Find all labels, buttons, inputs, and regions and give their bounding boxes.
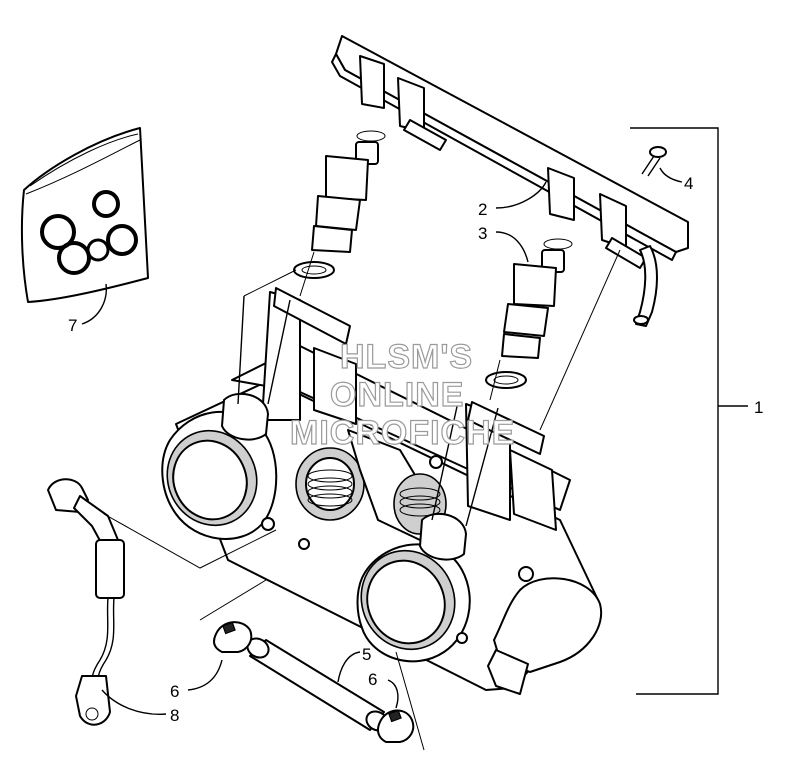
callout-3: 3 [478, 224, 487, 243]
callout-4: 4 [684, 174, 693, 193]
wiring-harness-lead[interactable] [47, 478, 125, 726]
callout-1: 1 [754, 398, 763, 417]
o-ring-kit-package[interactable] [20, 127, 149, 303]
hose-clamp-left[interactable] [213, 621, 253, 653]
fuel-injector-right[interactable] [485, 238, 573, 389]
callout-7: 7 [68, 316, 77, 335]
watermark: HLSM'S ONLINE MICROFICHE [289, 337, 515, 452]
throttle-body-assembly[interactable] [152, 287, 603, 695]
spring-coils-right [399, 487, 441, 517]
callout-2: 2 [478, 200, 487, 219]
spring-coils [307, 469, 353, 507]
callout-5: 5 [362, 645, 371, 664]
callout-6-right: 6 [368, 670, 377, 689]
fuel-rail[interactable] [331, 35, 689, 327]
watermark-line-3: MICROFICHE [290, 414, 515, 452]
callout-8: 8 [170, 706, 179, 725]
fuel-rail-screw[interactable] [641, 146, 667, 177]
callout-6-left: 6 [170, 682, 179, 701]
callouts: 1 2 3 4 5 6 6 7 8 [68, 174, 763, 725]
hose-clamp-right[interactable] [377, 709, 415, 743]
fuel-injector-left[interactable] [293, 130, 386, 279]
leader-lines [81, 127, 748, 751]
watermark-line-2: ONLINE [330, 376, 464, 414]
watermark-line-1: HLSM'S [340, 338, 473, 376]
